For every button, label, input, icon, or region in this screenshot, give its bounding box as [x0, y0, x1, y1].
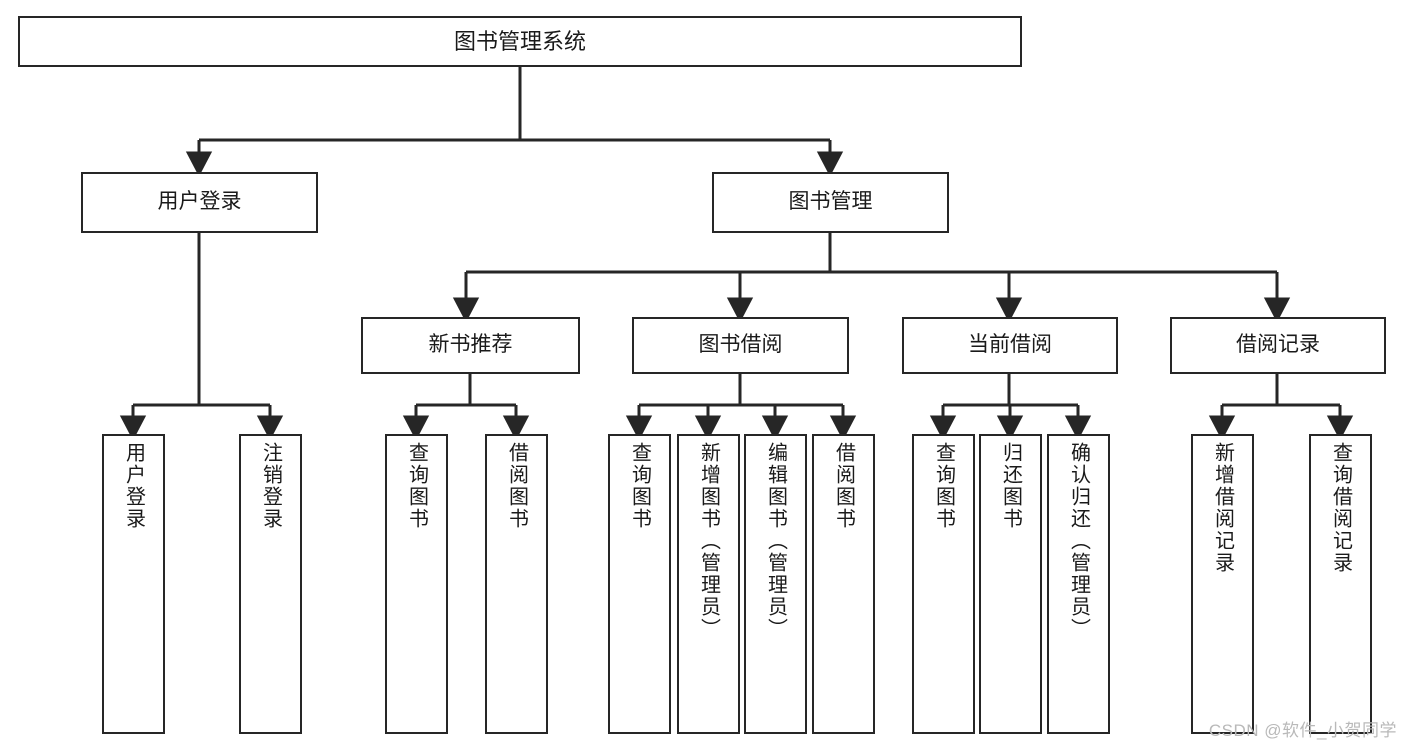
node-current-borrow[interactable]: 当前借阅: [902, 317, 1118, 374]
leaf-current-confirm-return-admin[interactable]: 确认归还（管理员）: [1047, 434, 1110, 734]
node-borrow-record[interactable]: 借阅记录: [1170, 317, 1386, 374]
node-user-login[interactable]: 用户登录: [81, 172, 318, 233]
leaf-record-query-record[interactable]: 查询借阅记录: [1309, 434, 1372, 734]
leaf-record-add-record[interactable]: 新增借阅记录: [1191, 434, 1254, 734]
node-label: 查询图书: [405, 442, 428, 530]
node-label: 查询借阅记录: [1329, 442, 1352, 574]
leaf-user-login-login[interactable]: 用户登录: [102, 434, 165, 734]
node-label: 用户登录: [122, 442, 145, 530]
node-new-book-recommend[interactable]: 新书推荐: [361, 317, 580, 374]
node-label: 借阅图书: [505, 442, 528, 530]
leaf-borrow-add-book-admin[interactable]: 新增图书（管理员）: [677, 434, 740, 734]
node-root-system[interactable]: 图书管理系统: [18, 16, 1022, 67]
leaf-recommend-query-book[interactable]: 查询图书: [385, 434, 448, 734]
node-label: 编辑图书（管理员）: [764, 442, 787, 640]
node-label: 查询图书: [628, 442, 651, 530]
node-label: 当前借阅: [968, 333, 1052, 357]
node-label: 注销登录: [259, 442, 282, 530]
node-book-borrow[interactable]: 图书借阅: [632, 317, 849, 374]
node-label: 图书管理: [788, 190, 873, 214]
leaf-borrow-query-book[interactable]: 查询图书: [608, 434, 671, 734]
leaf-current-query-book[interactable]: 查询图书: [912, 434, 975, 734]
node-label: 确认归还（管理员）: [1067, 442, 1090, 640]
node-label: 借阅图书: [832, 442, 855, 530]
leaf-borrow-edit-book-admin[interactable]: 编辑图书（管理员）: [744, 434, 807, 734]
node-label: 新增图书（管理员）: [697, 442, 720, 640]
node-label: 查询图书: [932, 442, 955, 530]
node-label: 借阅记录: [1236, 333, 1320, 357]
node-label: 新书推荐: [428, 333, 513, 357]
node-label: 图书借阅: [698, 333, 783, 357]
node-label: 新增借阅记录: [1211, 442, 1234, 574]
leaf-user-login-logout[interactable]: 注销登录: [239, 434, 302, 734]
leaf-borrow-borrow-book[interactable]: 借阅图书: [812, 434, 875, 734]
node-book-management[interactable]: 图书管理: [712, 172, 949, 233]
csdn-watermark: CSDN @软件_小贺同学: [1208, 721, 1397, 740]
node-label: 图书管理系统: [453, 28, 586, 54]
node-label: 用户登录: [157, 190, 242, 214]
leaf-recommend-borrow-book[interactable]: 借阅图书: [485, 434, 548, 734]
leaf-current-return-book[interactable]: 归还图书: [979, 434, 1042, 734]
node-label: 归还图书: [999, 442, 1022, 530]
